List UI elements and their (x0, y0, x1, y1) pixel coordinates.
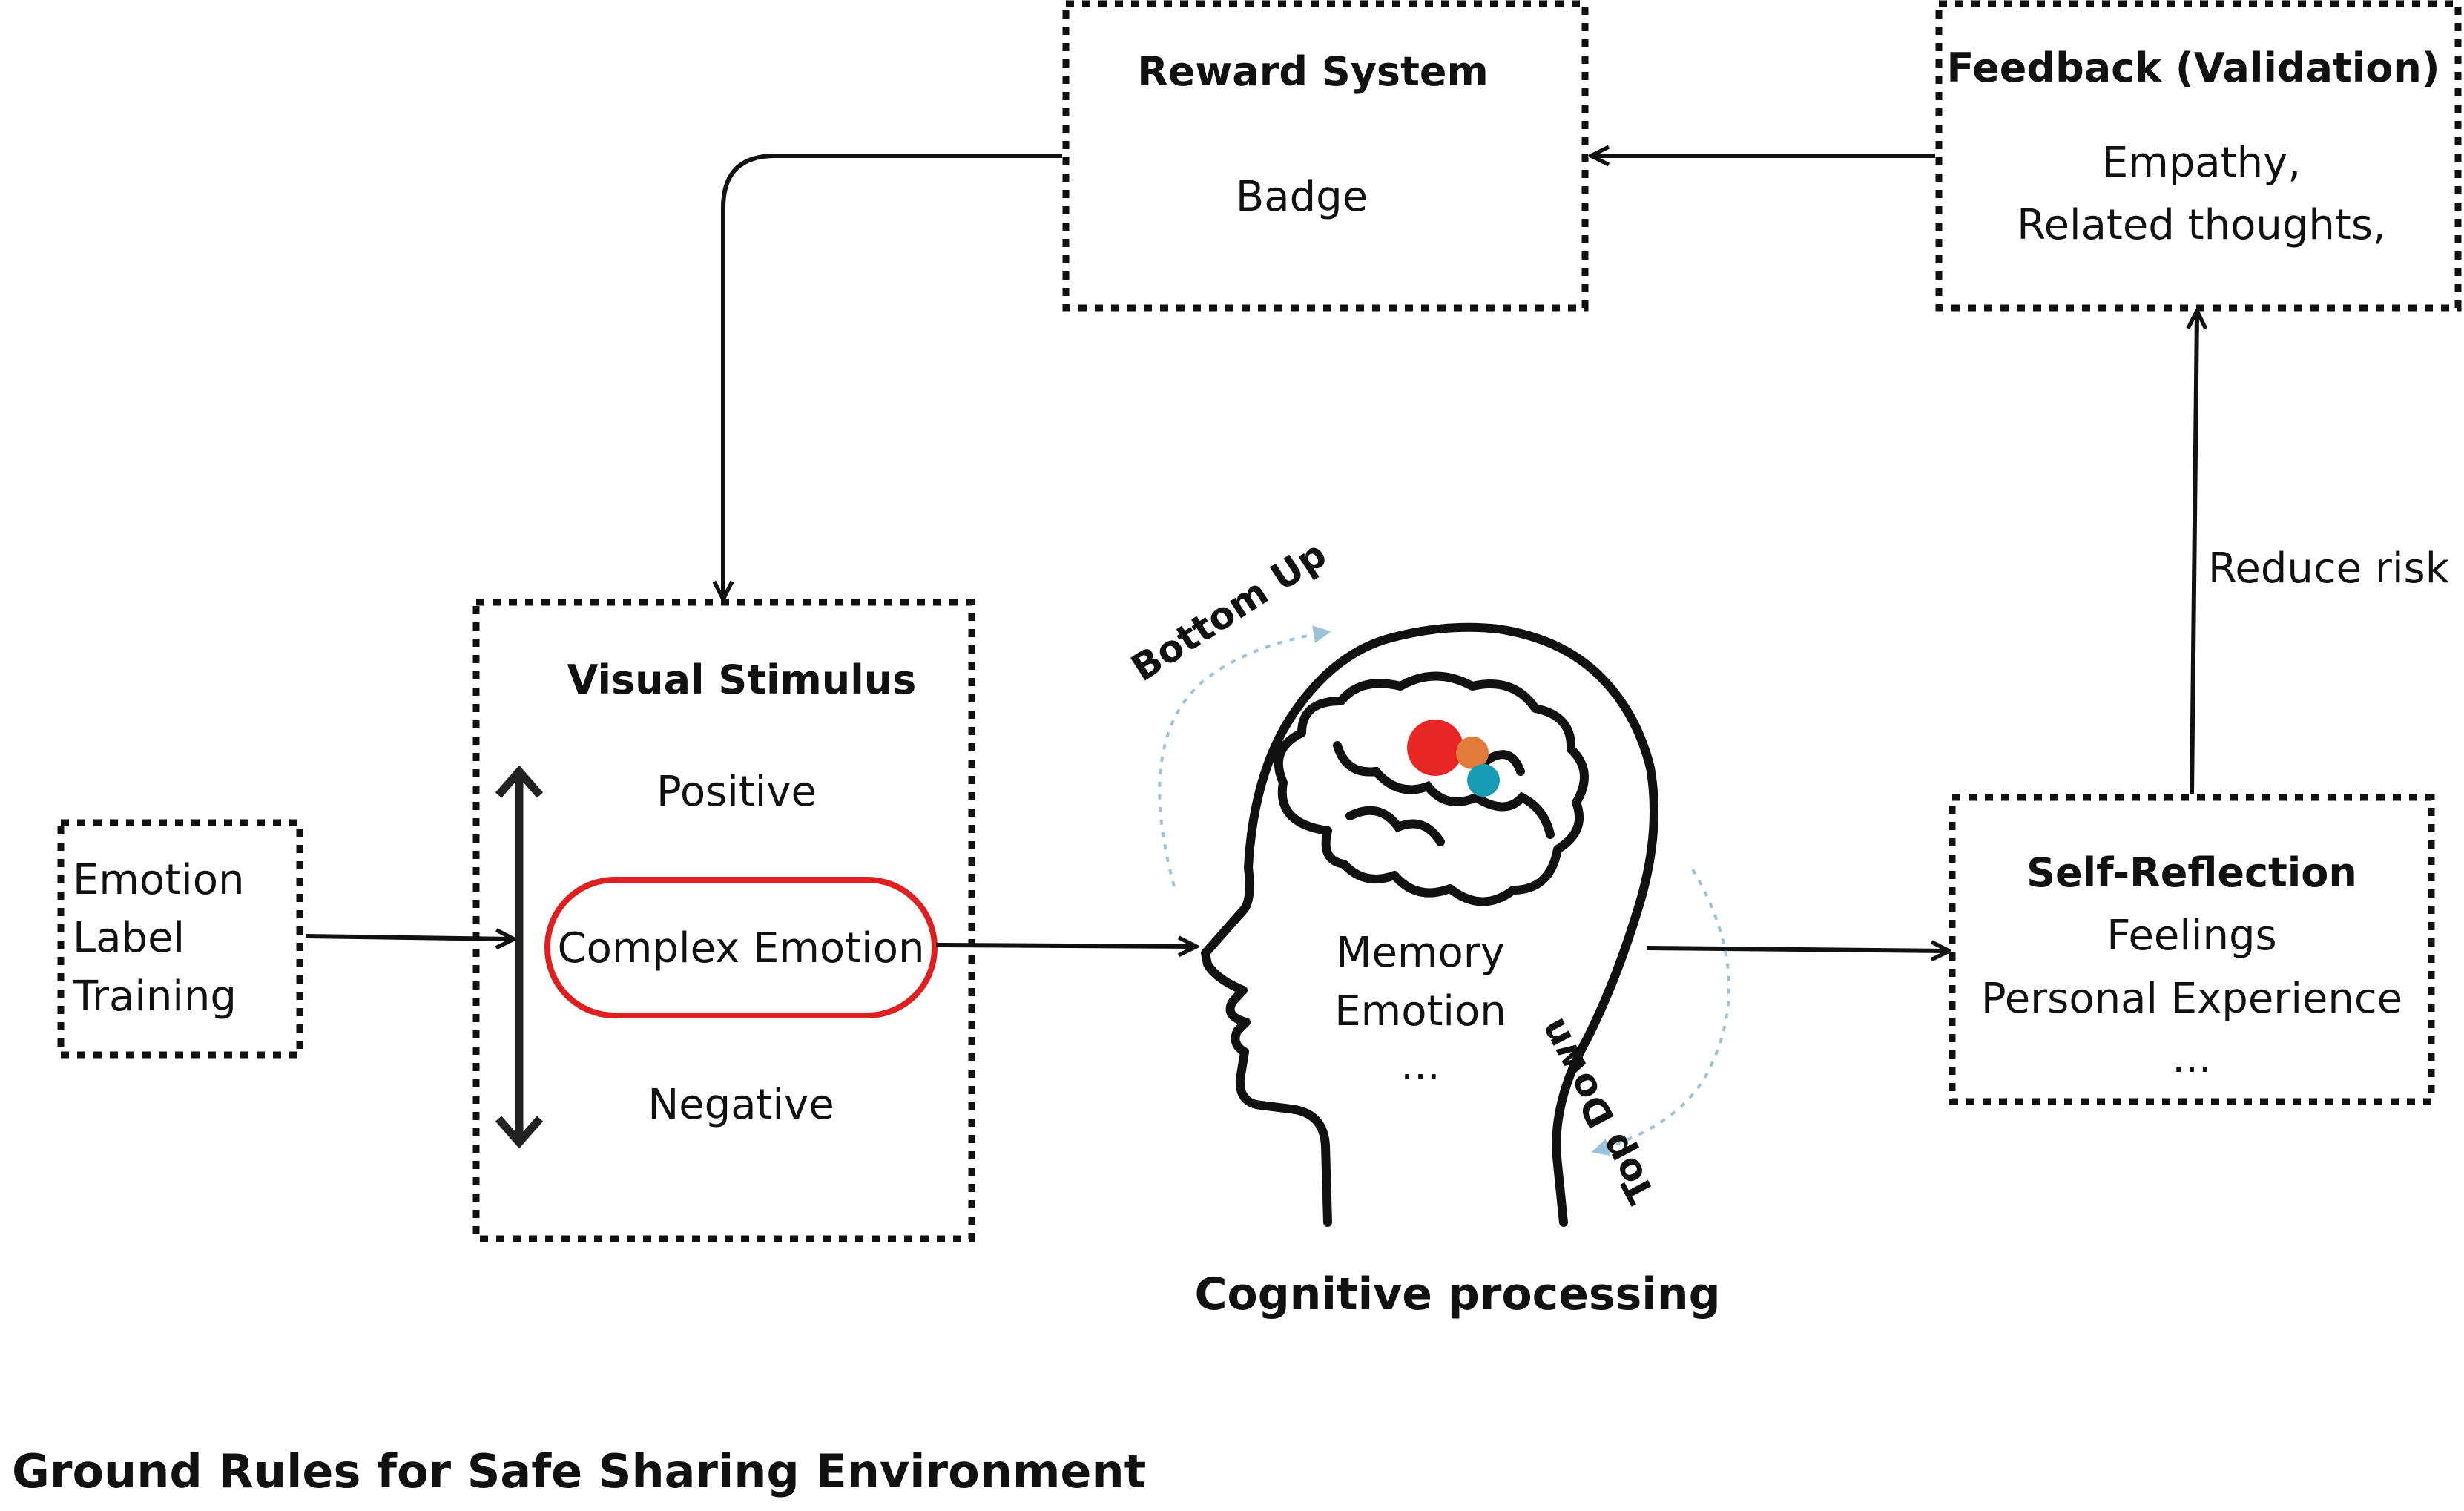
bottom-up-arrow (1158, 625, 1331, 887)
head-line-memory: Memory (1336, 929, 1505, 977)
brain-dot-orange (1456, 737, 1489, 769)
stimulus-negative: Negative (648, 1081, 834, 1129)
reward-system-badge: Badge (1236, 173, 1368, 221)
feedback-line-related: Related thoughts, (2017, 201, 2386, 249)
arrow-stimulus-to-head (935, 945, 1194, 947)
brain-dot-red (1407, 720, 1463, 776)
reward-system-title: Reward System (1137, 48, 1489, 95)
arrow-head-to-reflection (1646, 948, 1947, 951)
arrow-training-to-stimulus (305, 936, 512, 939)
positive-negative-scale-arrow (495, 765, 544, 1149)
self-reflection-box: Self-Reflection Feelings Personal Experi… (1949, 794, 2435, 1105)
top-down-label: Top Down (1530, 1012, 1663, 1211)
cognitive-processing-label: Cognitive processing (1194, 1268, 1720, 1320)
stimulus-positive: Positive (656, 768, 817, 816)
complex-emotion-highlight (544, 877, 938, 1018)
top-down-arrow (1591, 868, 1731, 1156)
head-line-ellipsis: ... (1400, 1041, 1440, 1090)
reduce-risk-label: Reduce risk (2208, 544, 2450, 593)
training-line-label: Label (73, 914, 185, 962)
feedback-line-empathy: Empathy, (2102, 139, 2301, 187)
reward-system-box: Reward System Badge (1062, 0, 1589, 312)
head-line-emotion: Emotion (1334, 987, 1506, 1036)
stimulus-complex-emotion: Complex Emotion (558, 924, 925, 972)
visual-stimulus-title: Visual Stimulus (567, 656, 917, 703)
training-line-training: Training (72, 972, 237, 1021)
reflection-line-ellipsis: ... (2172, 1034, 2211, 1082)
self-reflection-title: Self-Reflection (2026, 849, 2357, 896)
feedback-box: Feedback (Validation) Empathy, Related t… (1935, 0, 2462, 312)
reflection-line-feelings: Feelings (2106, 912, 2276, 960)
bottom-up-label: Bottom Up (1124, 533, 1334, 690)
training-line-emotion: Emotion (73, 856, 244, 904)
arrow-reward-to-stimulus (723, 154, 1062, 597)
reflection-line-personal-experience: Personal Experience (1981, 975, 2402, 1023)
brain-icon (1274, 671, 1589, 906)
arrow-reflection-to-feedback (2192, 313, 2197, 794)
feedback-title: Feedback (Validation) (1946, 45, 2440, 91)
emotion-label-training-box: Emotion Label Training (57, 819, 303, 1059)
visual-stimulus-box: Visual Stimulus Positive Complex Emotion… (472, 599, 975, 1242)
head-silhouette-icon (1201, 622, 1658, 1227)
brain-dot-teal (1467, 764, 1500, 797)
footer-title: Ground Rules for Safe Sharing Environmen… (12, 1444, 1146, 1498)
